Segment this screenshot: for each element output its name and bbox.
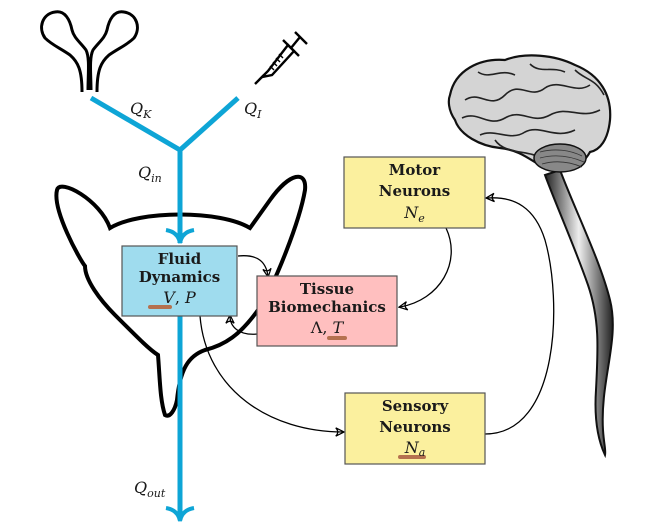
motor-neurons-box[interactable]: Motor Neurons Ne bbox=[343, 156, 486, 229]
flow-outflow-arrowhead bbox=[165, 506, 195, 522]
tissue-box-line1: Tissue bbox=[300, 280, 354, 298]
brain-icon bbox=[447, 54, 614, 459]
flow-network bbox=[89, 95, 240, 522]
variable-highlight bbox=[398, 455, 426, 459]
flow-inflow-arrowhead bbox=[165, 228, 195, 244]
arrow-motor-to-tissue bbox=[400, 227, 452, 307]
sensory-neurons-box[interactable]: Sensory Neurons Na bbox=[344, 392, 486, 465]
sensory-box-line2: Neurons bbox=[379, 418, 450, 436]
bladder-icon bbox=[54, 174, 308, 418]
flow-infusion-line bbox=[178, 96, 240, 152]
flow-outflow-label: Qout bbox=[134, 478, 166, 500]
flow-infusion-label: QI bbox=[244, 99, 262, 121]
tissue-box-line2: Biomechanics bbox=[268, 298, 386, 316]
flow-kidney-line bbox=[89, 95, 182, 153]
arrow-fluid-to-tissue bbox=[237, 255, 268, 276]
fluid-box-line1: Fluid bbox=[158, 250, 202, 268]
tissue-biomechanics-box[interactable]: Tissue Biomechanics Λ, T bbox=[256, 275, 398, 347]
flow-kidney-label: QK bbox=[130, 99, 152, 121]
arrow-sensory-to-motor bbox=[485, 198, 555, 435]
motor-box-line2: Neurons bbox=[379, 182, 450, 200]
motor-box-variable: Ne bbox=[403, 203, 425, 225]
sensory-box-variable: Na bbox=[404, 438, 426, 459]
variable-highlight bbox=[327, 336, 347, 340]
kidneys-icon bbox=[40, 10, 139, 93]
fluid-box-line2: Dynamics bbox=[139, 268, 221, 286]
variable-highlight bbox=[148, 305, 172, 309]
sensory-box-line1: Sensory bbox=[382, 397, 450, 415]
fluid-box-variables: V, P bbox=[163, 288, 196, 307]
arrow-tissue-to-fluid bbox=[230, 316, 259, 335]
motor-box-line1: Motor bbox=[389, 161, 442, 179]
tissue-box-variables: Λ, T bbox=[310, 318, 345, 337]
fluid-dynamics-box[interactable]: Fluid Dynamics V, P bbox=[121, 245, 238, 317]
syringe-icon bbox=[254, 31, 308, 85]
arrow-fluid-to-sensory bbox=[199, 315, 343, 432]
flow-inflow-label: Qin bbox=[138, 163, 162, 185]
